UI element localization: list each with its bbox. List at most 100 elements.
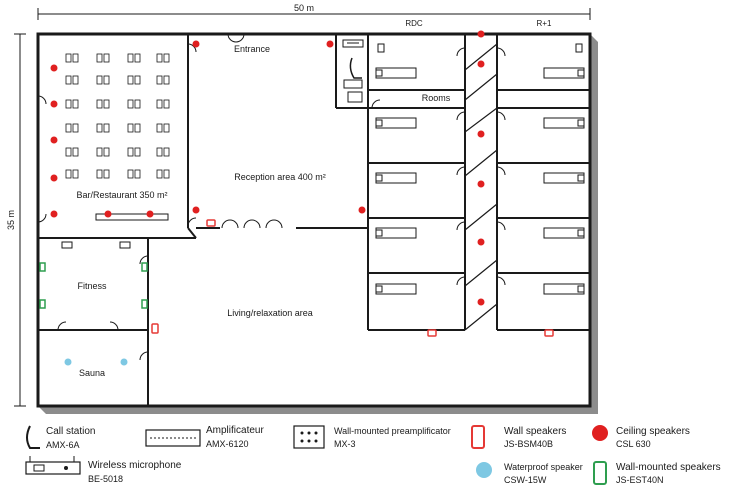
svg-text:JS-BSM40B: JS-BSM40B bbox=[504, 439, 553, 449]
wall-mounted-speaker-icon bbox=[593, 461, 607, 485]
legend-ceiling-speakers: Ceiling speakers CSL 630 bbox=[592, 425, 690, 449]
table-chair bbox=[103, 75, 110, 85]
table-chair bbox=[72, 169, 79, 179]
table-chair bbox=[72, 123, 79, 133]
table-chair bbox=[163, 75, 170, 85]
table-chair bbox=[134, 169, 141, 179]
legend-wall-mounted: Wall-mounted speakers JS-EST40N bbox=[593, 461, 721, 485]
svg-text:Ceiling speakers: Ceiling speakers bbox=[616, 426, 690, 437]
corridor-bridge bbox=[464, 43, 498, 331]
ceiling-speaker-icon bbox=[192, 206, 200, 214]
table-chair bbox=[72, 99, 79, 109]
table-chair bbox=[156, 169, 163, 179]
table-chair bbox=[127, 53, 134, 63]
preamplifier-icon bbox=[293, 425, 325, 449]
svg-text:BE-5018: BE-5018 bbox=[88, 474, 123, 484]
table-chair bbox=[96, 99, 103, 109]
svg-text:AMX-6120: AMX-6120 bbox=[206, 439, 249, 449]
room-fixtures bbox=[61, 43, 583, 249]
svg-text:Wireless microphone: Wireless microphone bbox=[88, 460, 182, 471]
wall-speakers-plan bbox=[151, 219, 554, 337]
table-chair bbox=[127, 75, 134, 85]
table-chair bbox=[65, 147, 72, 157]
bar-counter bbox=[95, 213, 169, 221]
table-chair bbox=[96, 53, 103, 63]
room-label-sauna: Sauna bbox=[79, 368, 105, 378]
legend-wall-speakers: Wall speakers JS-BSM40B bbox=[471, 425, 566, 449]
width-label: 50 m bbox=[294, 3, 314, 13]
legend-wireless-mic: Wireless microphone BE-5018 bbox=[25, 456, 182, 484]
table-chair bbox=[72, 75, 79, 85]
ceiling-speaker-icon bbox=[477, 180, 485, 188]
table-chair bbox=[163, 53, 170, 63]
room-label-bar: Bar/Restaurant 350 m² bbox=[76, 190, 167, 200]
floor-label-rdc: RDC bbox=[405, 19, 423, 28]
ceiling-speaker-icon bbox=[358, 206, 366, 214]
svg-text:Wall-mounted speakers: Wall-mounted speakers bbox=[616, 462, 721, 473]
ceiling-speaker-icon bbox=[192, 40, 200, 48]
waterproof-speaker-icon bbox=[476, 462, 492, 478]
table-chair bbox=[127, 99, 134, 109]
table-chair bbox=[103, 147, 110, 157]
waterproof-speaker-icon bbox=[64, 358, 72, 366]
ceiling-speaker-icon bbox=[477, 298, 485, 306]
wall-mounted-speaker-icon bbox=[141, 262, 148, 272]
table-chair bbox=[127, 123, 134, 133]
table-chair bbox=[163, 147, 170, 157]
interior-walls bbox=[38, 34, 590, 406]
table-chair bbox=[134, 75, 141, 85]
ceiling-speaker-icon bbox=[50, 64, 58, 72]
table-chair bbox=[134, 53, 141, 63]
legend-call-station: Call station AMX-6A bbox=[26, 425, 95, 450]
table-chair bbox=[65, 75, 72, 85]
table-chair bbox=[96, 169, 103, 179]
width-dimension bbox=[37, 8, 591, 20]
table-chair bbox=[103, 53, 110, 63]
table-chair bbox=[156, 53, 163, 63]
ceiling-speaker-icon bbox=[50, 174, 58, 182]
legend-amplifier: Amplificateur AMX-6120 bbox=[145, 425, 264, 449]
wall-speaker-icon bbox=[544, 329, 554, 337]
restaurant-tables bbox=[65, 53, 170, 179]
ceiling-speaker-icon bbox=[50, 210, 58, 218]
wall-speaker-icon bbox=[206, 219, 216, 227]
amplifier-icon bbox=[145, 429, 201, 447]
call-station-icon bbox=[26, 425, 40, 449]
table-chair bbox=[134, 99, 141, 109]
legend-waterproof: Waterproof speaker CSW-15W bbox=[476, 462, 583, 485]
wall-speaker-icon bbox=[427, 329, 437, 337]
ceiling-speaker-icon bbox=[104, 210, 112, 218]
ceiling-speaker-icon bbox=[50, 136, 58, 144]
svg-text:Call station: Call station bbox=[46, 426, 95, 437]
table-chair bbox=[156, 99, 163, 109]
table-chair bbox=[96, 75, 103, 85]
wall-mounted-speaker-icon bbox=[141, 299, 148, 309]
wall-mounted-speaker-icon bbox=[39, 262, 46, 272]
table-chair bbox=[163, 123, 170, 133]
table-chair bbox=[156, 123, 163, 133]
equipment-rack bbox=[342, 39, 364, 103]
beds-r1 bbox=[543, 67, 585, 295]
table-chair bbox=[103, 99, 110, 109]
ceiling-speaker-icon bbox=[477, 238, 485, 246]
waterproof-speaker-icon bbox=[120, 358, 128, 366]
table-chair bbox=[65, 99, 72, 109]
table-chair bbox=[163, 99, 170, 109]
wall-mounted-speakers-plan bbox=[39, 262, 148, 309]
table-chair bbox=[156, 75, 163, 85]
table-chair bbox=[127, 169, 134, 179]
table-chair bbox=[163, 169, 170, 179]
room-label-entrance: Entrance bbox=[234, 44, 270, 54]
table-chair bbox=[72, 147, 79, 157]
room-label-fitness: Fitness bbox=[77, 281, 107, 291]
height-dimension bbox=[14, 33, 26, 407]
svg-text:Wall-mounted preamplificator: Wall-mounted preamplificator bbox=[334, 426, 451, 436]
table-chair bbox=[156, 147, 163, 157]
ceiling-speaker-icon bbox=[592, 425, 608, 441]
ceiling-speaker-icon bbox=[477, 60, 485, 68]
waterproof-speakers-plan bbox=[64, 358, 128, 366]
ceiling-speaker-icon bbox=[146, 210, 154, 218]
legend-preamp: Wall-mounted preamplificator MX-3 bbox=[293, 425, 451, 449]
table-chair bbox=[96, 123, 103, 133]
